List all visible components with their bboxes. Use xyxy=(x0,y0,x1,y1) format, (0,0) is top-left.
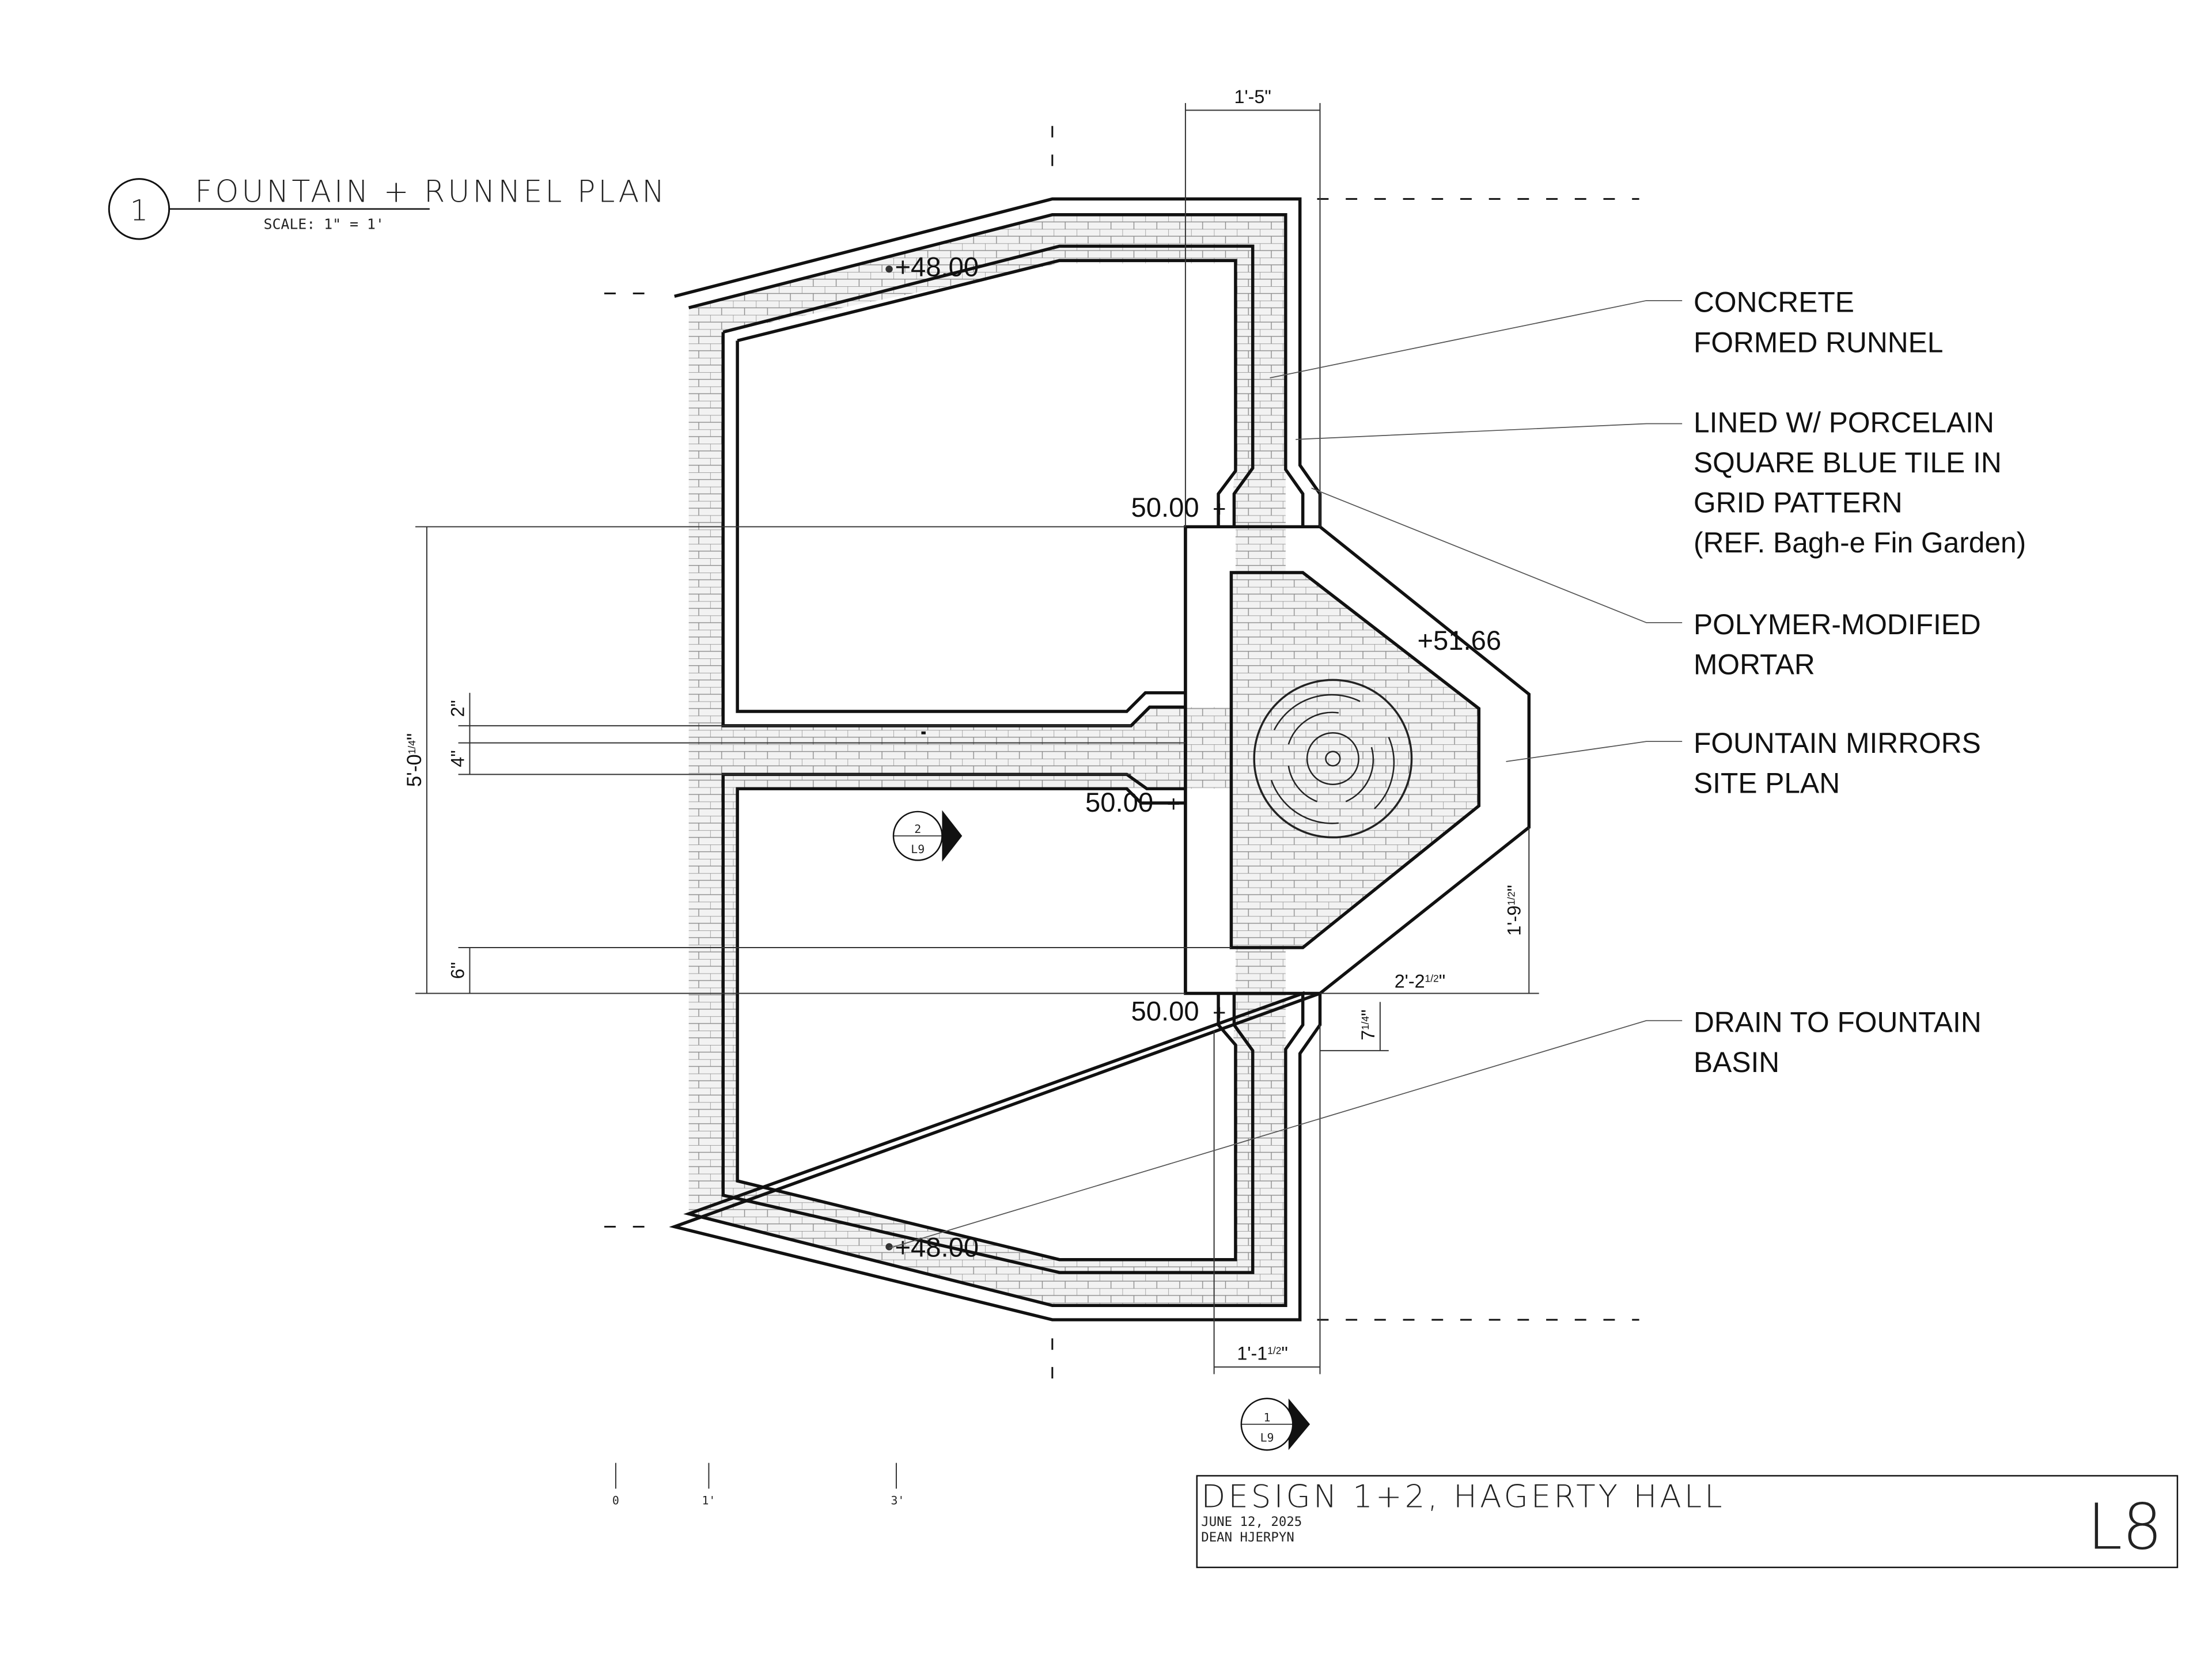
dim-bottom-width-frac: 1/2 xyxy=(1267,1345,1281,1357)
note-mortar: POLYMER-MODIFIED MORTAR xyxy=(1694,608,1989,681)
drawing-number: 1 xyxy=(130,194,149,228)
title-text: FOUNTAIN + RUNNEL PLAN xyxy=(195,175,667,209)
svg-text:1'-11/2": 1'-11/2" xyxy=(1237,1343,1287,1364)
svg-text:+: + xyxy=(1213,1001,1226,1026)
scale-tick-1: 1' xyxy=(702,1494,715,1508)
tile-lining xyxy=(688,214,1479,1306)
scale-bar: 0 1' 3' xyxy=(612,1463,904,1508)
leader-lines xyxy=(889,300,1683,1249)
elev-fountain: +51.66 xyxy=(1417,626,1501,656)
dim-offset-inch: " xyxy=(1358,1009,1378,1016)
dim-fountain-height: 1'-9 xyxy=(1503,906,1524,936)
fountain-jet xyxy=(1253,679,1413,839)
callout-notes: CONCRETE FORMED RUNNEL LINED W/ PORCELAI… xyxy=(1694,286,2026,1078)
svg-text:2'-21/2": 2'-21/2" xyxy=(1395,971,1445,992)
drawing-title: 1 FOUNTAIN + RUNNEL PLAN SCALE: 1" = 1' xyxy=(108,175,667,240)
dim-bottom-width: 1'-1 xyxy=(1237,1343,1267,1364)
dimension-labels: 1'-5" 1'-11/2" 5'-01/4" 2" 4" 6" 1'-91/2… xyxy=(404,86,1524,1364)
dim-gap-6: 6" xyxy=(448,962,468,979)
dim-offset-frac: 1/4 xyxy=(1359,1016,1371,1030)
dim-top-width: 1'-5" xyxy=(1234,86,1271,107)
scale-tick-3: 3' xyxy=(891,1494,904,1508)
dim-fountain-width-inch: " xyxy=(1439,971,1445,992)
title-block: DESIGN 1+2, HAGERTY HALL JUNE 12, 2025 D… xyxy=(1196,1475,2179,1569)
svg-text:1'-91/2": 1'-91/2" xyxy=(1503,885,1524,935)
sheet-date: JUNE 12, 2025 xyxy=(1201,1514,1302,1529)
scale-note: SCALE: 1" = 1' xyxy=(264,216,384,233)
drain-point-top xyxy=(885,265,893,273)
dim-overall-height-inch: " xyxy=(404,733,426,740)
note-porcelain-tile: LINED W/ PORCELAIN SQUARE BLUE TILE IN G… xyxy=(1694,406,2026,559)
project-name: DESIGN 1+2, HAGERTY HALL xyxy=(1201,1478,1725,1515)
svg-text:+: + xyxy=(1213,497,1226,522)
dim-overall-height: 5'-0 xyxy=(404,754,426,787)
drain-point-bottom xyxy=(885,1243,893,1251)
elev-top-left: +48.00 xyxy=(895,252,979,283)
section-1-number: 1 xyxy=(1264,1411,1271,1425)
dim-gap-4: 4" xyxy=(448,750,468,767)
section-2-number: 2 xyxy=(914,823,921,836)
dim-fountain-height-frac: 1/2 xyxy=(1505,892,1517,906)
elev-runnel-lower: 50.00 xyxy=(1131,997,1199,1027)
svg-text:71/4": 71/4" xyxy=(1358,1009,1378,1040)
dim-offset: 7 xyxy=(1358,1030,1378,1040)
dim-gap-2: 2" xyxy=(448,700,468,717)
scale-tick-0: 0 xyxy=(612,1494,619,1508)
svg-text:+: + xyxy=(1167,791,1180,817)
dim-bottom-width-inch: " xyxy=(1281,1343,1287,1364)
dim-fountain-height-inch: " xyxy=(1503,885,1524,891)
note-drain: DRAIN TO FOUNTAIN BASIN xyxy=(1694,1006,1989,1079)
elev-runnel-upper: 50.00 xyxy=(1131,493,1199,523)
note-fountain-mirrors: FOUNTAIN MIRRORS SITE PLAN xyxy=(1694,727,1989,800)
elevation-labels: +48.00 +48.00 +51.66 50.00 50.00 50.00 +… xyxy=(885,252,1501,1263)
dimension-lines xyxy=(415,103,1539,1374)
section-1-sheet: L9 xyxy=(1260,1431,1274,1444)
elev-bottom-left: +48.00 xyxy=(895,1233,979,1263)
dim-fountain-width-frac: 1/2 xyxy=(1425,973,1439,984)
sheet-author: DEAN HJERPYN xyxy=(1201,1530,1294,1545)
sheet-number: L8 xyxy=(2087,1491,2162,1564)
svg-text:5'-01/4": 5'-01/4" xyxy=(404,733,426,787)
note-concrete: CONCRETE FORMED RUNNEL xyxy=(1694,286,1943,359)
dim-overall-height-frac: 1/4 xyxy=(406,740,418,754)
section-marker-2[interactable]: 2 L9 xyxy=(892,731,963,862)
section-2-sheet: L9 xyxy=(911,843,925,856)
elev-runnel-middle: 50.00 xyxy=(1085,787,1153,818)
dim-fountain-width: 2'-2 xyxy=(1395,971,1425,992)
section-marker-1[interactable]: 1 L9 xyxy=(1240,1397,1310,1451)
